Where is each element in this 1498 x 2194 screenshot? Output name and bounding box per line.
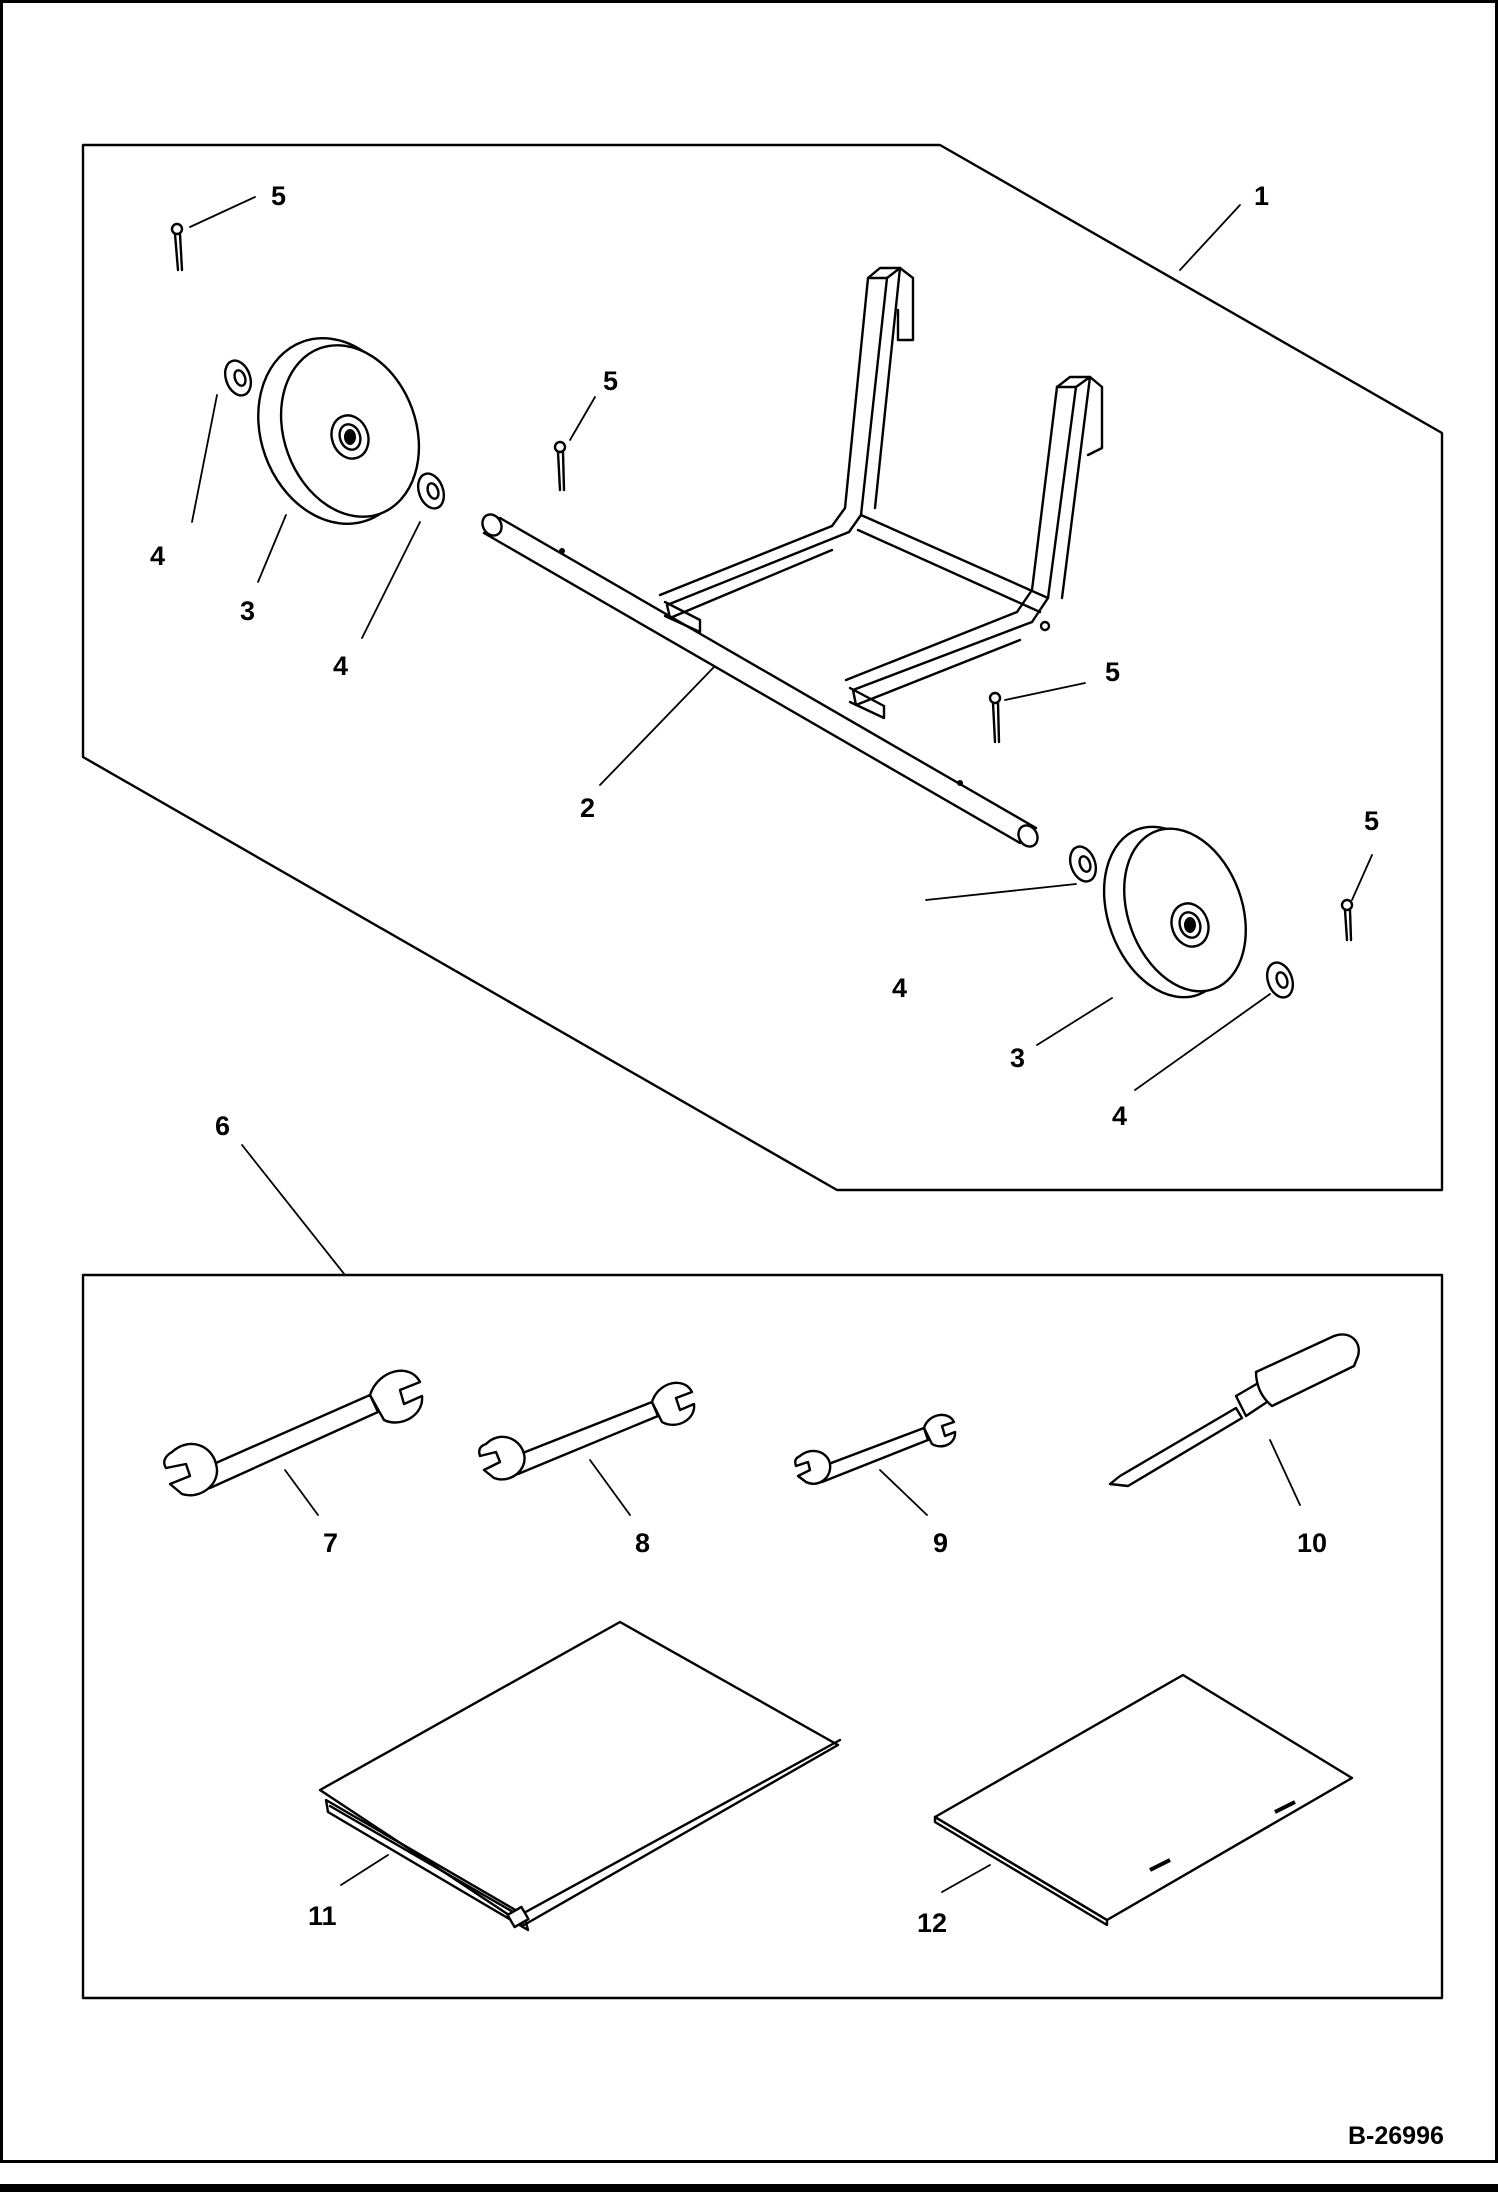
callout-3: 3 — [1010, 1043, 1025, 1073]
callout-9: 9 — [933, 1528, 948, 1558]
axle — [481, 513, 1039, 848]
callout-11: 11 — [308, 1901, 337, 1931]
washers — [223, 359, 1295, 999]
wheel-left — [257, 337, 421, 525]
callout-8: 8 — [635, 1528, 650, 1558]
toolkit-outline — [81, 1273, 1444, 2000]
callout-12: 12 — [917, 1908, 947, 1938]
screwdriver — [1108, 1333, 1360, 1488]
callout-4: 4 — [333, 651, 348, 681]
callout-5: 5 — [603, 366, 618, 396]
callout-10: 10 — [1297, 1528, 1327, 1558]
leader-lines — [189, 196, 1373, 1893]
callout-5: 5 — [271, 181, 286, 211]
callout-3: 3 — [240, 596, 255, 626]
callout-5: 5 — [1364, 806, 1379, 836]
callout-5: 5 — [1105, 657, 1120, 687]
callout-4: 4 — [150, 541, 165, 571]
callout-6: 6 — [215, 1111, 230, 1141]
wrench-medium — [478, 1381, 696, 1481]
wrench-large — [163, 1369, 424, 1497]
callout-2: 2 — [580, 793, 595, 823]
callout-4: 4 — [1112, 1101, 1127, 1131]
cotter-pins — [170, 222, 1354, 942]
wheel-right — [1102, 825, 1247, 999]
u-frame — [658, 266, 1104, 720]
callout-1: 1 — [1254, 181, 1269, 211]
callout-4: 4 — [892, 973, 907, 1003]
callout-7: 7 — [323, 1528, 338, 1558]
manual-binder — [318, 1620, 842, 1932]
manual-booklet — [933, 1673, 1354, 1927]
reference-number: B-26996 — [1348, 2122, 1444, 2150]
wrench-small — [794, 1413, 957, 1485]
assembly-outline — [81, 143, 1444, 1192]
